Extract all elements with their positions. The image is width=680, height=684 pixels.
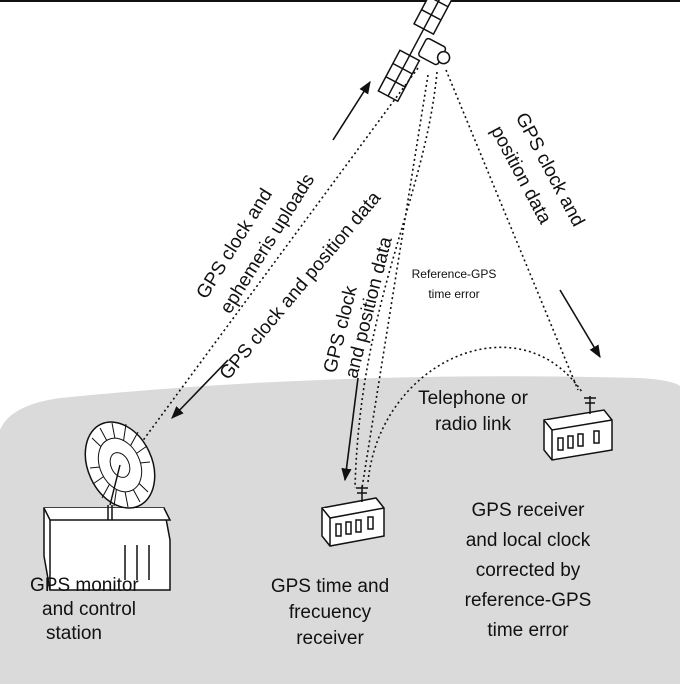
label-telephone-link-line1: Telephone or [418,388,528,409]
label-local-receiver: GPS receiver and local clock corrected b… [448,496,608,646]
label-time-receiver-line3: receiver [296,628,364,649]
monitor-station-icon [43,421,172,591]
arrow-to-right-receiver [559,289,601,359]
label-local-receiver-line4: reference-GPS [464,590,592,611]
label-reference-error-line2: time error [428,287,480,301]
path-satellite-to-receiver-b [354,71,438,489]
arrow-upload [332,80,371,141]
label-monitor-station-line3: station [46,623,102,644]
path-telephone-arc [367,346,583,483]
satellite-icon [377,0,457,103]
label-reference-error-line1: Reference-GPS [411,267,497,281]
arrow-to-time-receiver [341,377,359,482]
label-local-receiver-line1: GPS receiver [471,500,585,521]
label-time-receiver-line1: GPS time and [270,576,390,597]
label-local-receiver-line2: and local clock [465,530,591,551]
label-monitor-station-line1: GPS monitor [30,575,139,596]
label-time-receiver: GPS time and frecuency receiver [250,574,410,652]
label-monitor-station-line2: and control [42,599,137,620]
time-receiver-building-icon [321,486,385,547]
label-time-receiver-line2: frecuency [288,602,372,623]
arrow-to-monitor [171,359,229,419]
label-monitor-station: GPS monitor and control station [30,574,139,646]
path-satellite-to-monitor [129,67,419,459]
label-reference-error: Reference-GPS time error [404,264,504,304]
local-receiver-building-icon [543,396,613,461]
label-telephone-link: Telephone or radio link [408,386,538,438]
label-telephone-link-line2: radio link [434,414,512,435]
label-local-receiver-line5: time error [487,620,569,641]
label-local-receiver-line3: corrected by [475,560,581,581]
